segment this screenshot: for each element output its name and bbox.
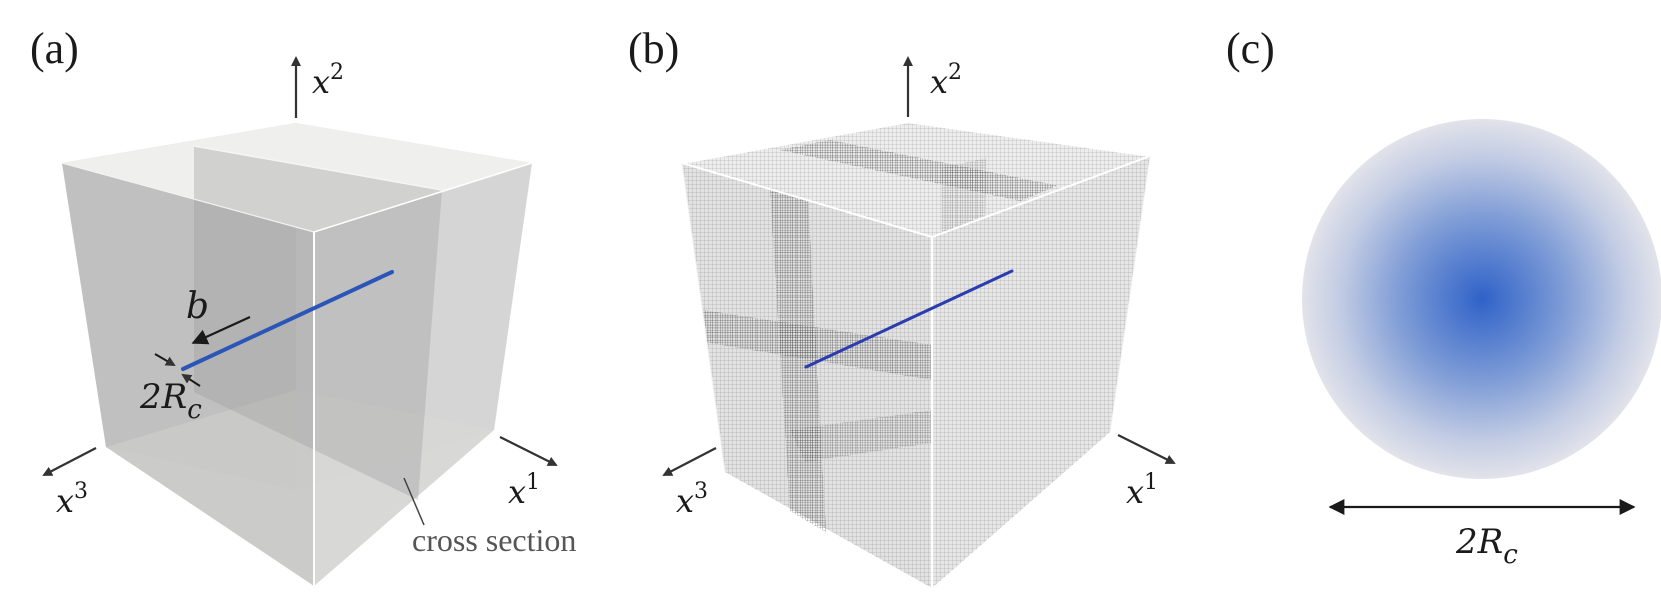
burgers-vector-arrow	[191, 315, 251, 345]
core-size-arrow-top	[154, 353, 176, 367]
cross-section-label: cross section	[412, 522, 576, 558]
axis-x1-arrow-b	[1117, 434, 1176, 464]
core-size-arrow-bottom	[181, 373, 201, 387]
mesh-box-b	[681, 120, 1151, 588]
axis-x2-label-b: x2	[930, 60, 962, 101]
panel-a: (a) b 2Rc cross section	[30, 24, 576, 586]
axis-x3-arrow-b	[662, 447, 717, 476]
burgers-vector-label: b	[186, 286, 209, 327]
box-a	[61, 123, 533, 586]
dislocation-line-b	[804, 269, 1014, 369]
cross-section-pointer	[403, 477, 425, 526]
dislocation-line-a	[181, 270, 394, 371]
axis-x2-label-a: x2	[312, 60, 344, 101]
axis-x3-label-a: x3	[56, 479, 88, 520]
axis-x1-label-b: x1	[1126, 470, 1158, 511]
axis-x1-label-a: x1	[508, 470, 540, 511]
panel-b: (b)	[628, 24, 1176, 588]
box-a-top-face	[62, 123, 532, 232]
axis-x3-label-b: x3	[676, 479, 708, 520]
axis-x3-arrow-a	[42, 447, 97, 476]
panel-a-label: (a)	[30, 24, 79, 73]
dislocation-core-distribution	[1302, 119, 1661, 479]
panel-b-label: (b)	[628, 24, 679, 73]
cross-section-plane	[194, 146, 442, 500]
box-a-right-face	[314, 163, 532, 586]
panel-c: (c) 2Rc	[1226, 24, 1661, 570]
panel-c-label: (c)	[1226, 24, 1275, 73]
core-size-label: 2Rc	[139, 377, 202, 425]
core-diameter-label: 2Rc	[1455, 522, 1518, 570]
axis-x1-arrow-a	[499, 436, 558, 466]
